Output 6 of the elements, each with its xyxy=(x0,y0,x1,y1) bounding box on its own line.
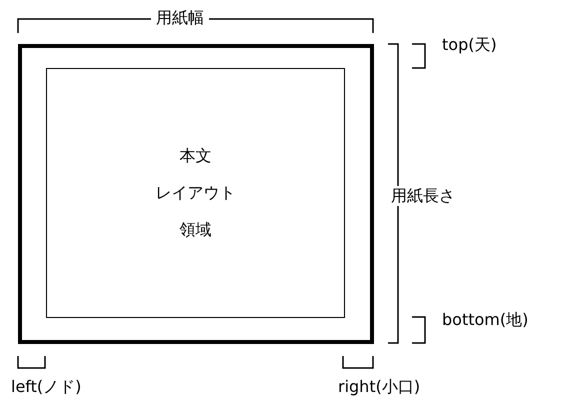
area-label: 領域 xyxy=(180,220,212,240)
paper-outline xyxy=(18,44,374,344)
area-label: 本文 xyxy=(180,146,212,166)
width-label: 用紙幅 xyxy=(151,8,209,28)
text-area-box xyxy=(46,68,345,318)
area-label: レイアウト xyxy=(156,183,236,203)
